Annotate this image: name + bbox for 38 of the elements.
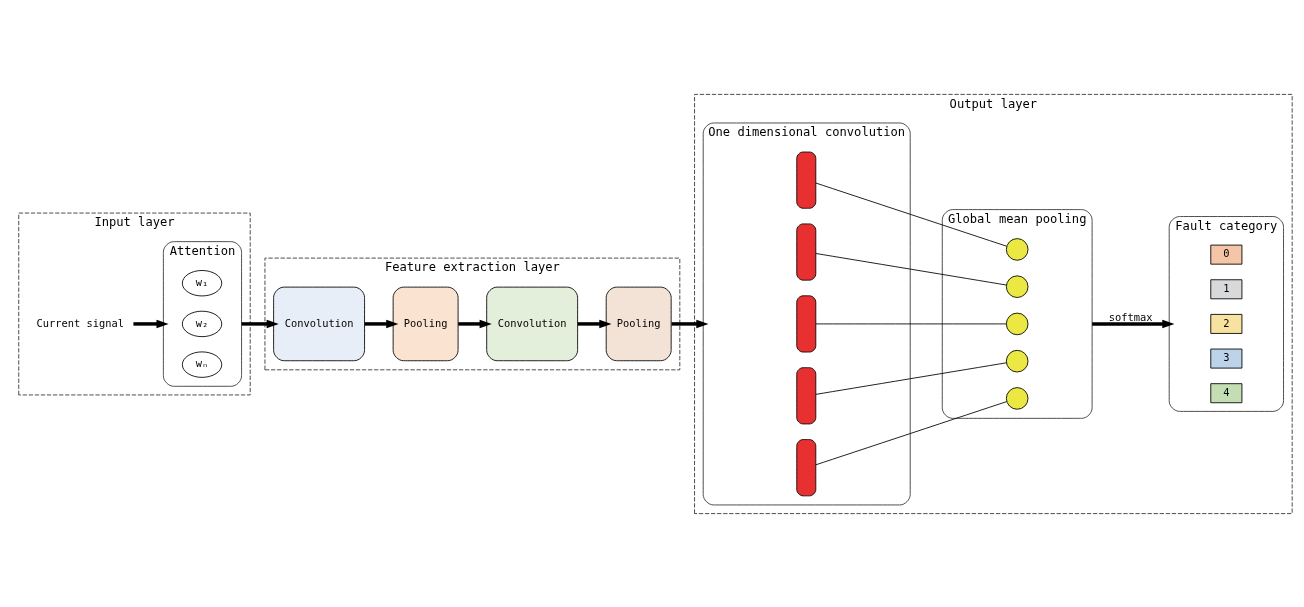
node-bar xyxy=(796,222,817,281)
node-box: 3 xyxy=(1210,348,1243,369)
cluster: One dimensional convolution xyxy=(702,122,911,505)
node-box: 2 xyxy=(1210,313,1243,334)
node-ellipse: w₁ xyxy=(181,269,223,296)
connector xyxy=(815,182,1008,247)
node-box: 0 xyxy=(1210,244,1243,265)
arrow xyxy=(671,319,709,328)
node-ellipse: w₂ xyxy=(181,310,223,337)
node-circle xyxy=(1005,237,1029,261)
node-box: Pooling xyxy=(605,286,672,361)
node-bar xyxy=(796,366,817,424)
connector xyxy=(815,400,1008,465)
arrow xyxy=(577,319,612,328)
node-text: Current signal xyxy=(36,316,124,329)
connector xyxy=(815,361,1007,395)
edge-label: softmax xyxy=(1108,310,1153,323)
node-ellipse: wₙ xyxy=(181,350,223,378)
arrow xyxy=(241,319,279,328)
node-circle xyxy=(1005,349,1029,372)
node-box: 1 xyxy=(1210,278,1243,299)
node-box: 4 xyxy=(1210,382,1243,403)
node-box: Convolution xyxy=(273,286,365,361)
node-box: Pooling xyxy=(392,286,459,361)
connector xyxy=(815,252,1007,285)
arrow xyxy=(458,319,492,328)
node-bar xyxy=(796,438,817,496)
node-box: Convolution xyxy=(486,286,579,361)
node-circle xyxy=(1005,274,1029,298)
cluster: Global mean pooling xyxy=(941,208,1093,419)
node-circle xyxy=(1005,386,1029,410)
arrow xyxy=(1092,319,1175,328)
arrow xyxy=(133,319,169,328)
node-circle xyxy=(1005,312,1029,335)
arrow xyxy=(364,319,399,328)
node-bar xyxy=(796,294,817,352)
node-bar xyxy=(796,151,817,209)
connector xyxy=(815,323,1007,324)
